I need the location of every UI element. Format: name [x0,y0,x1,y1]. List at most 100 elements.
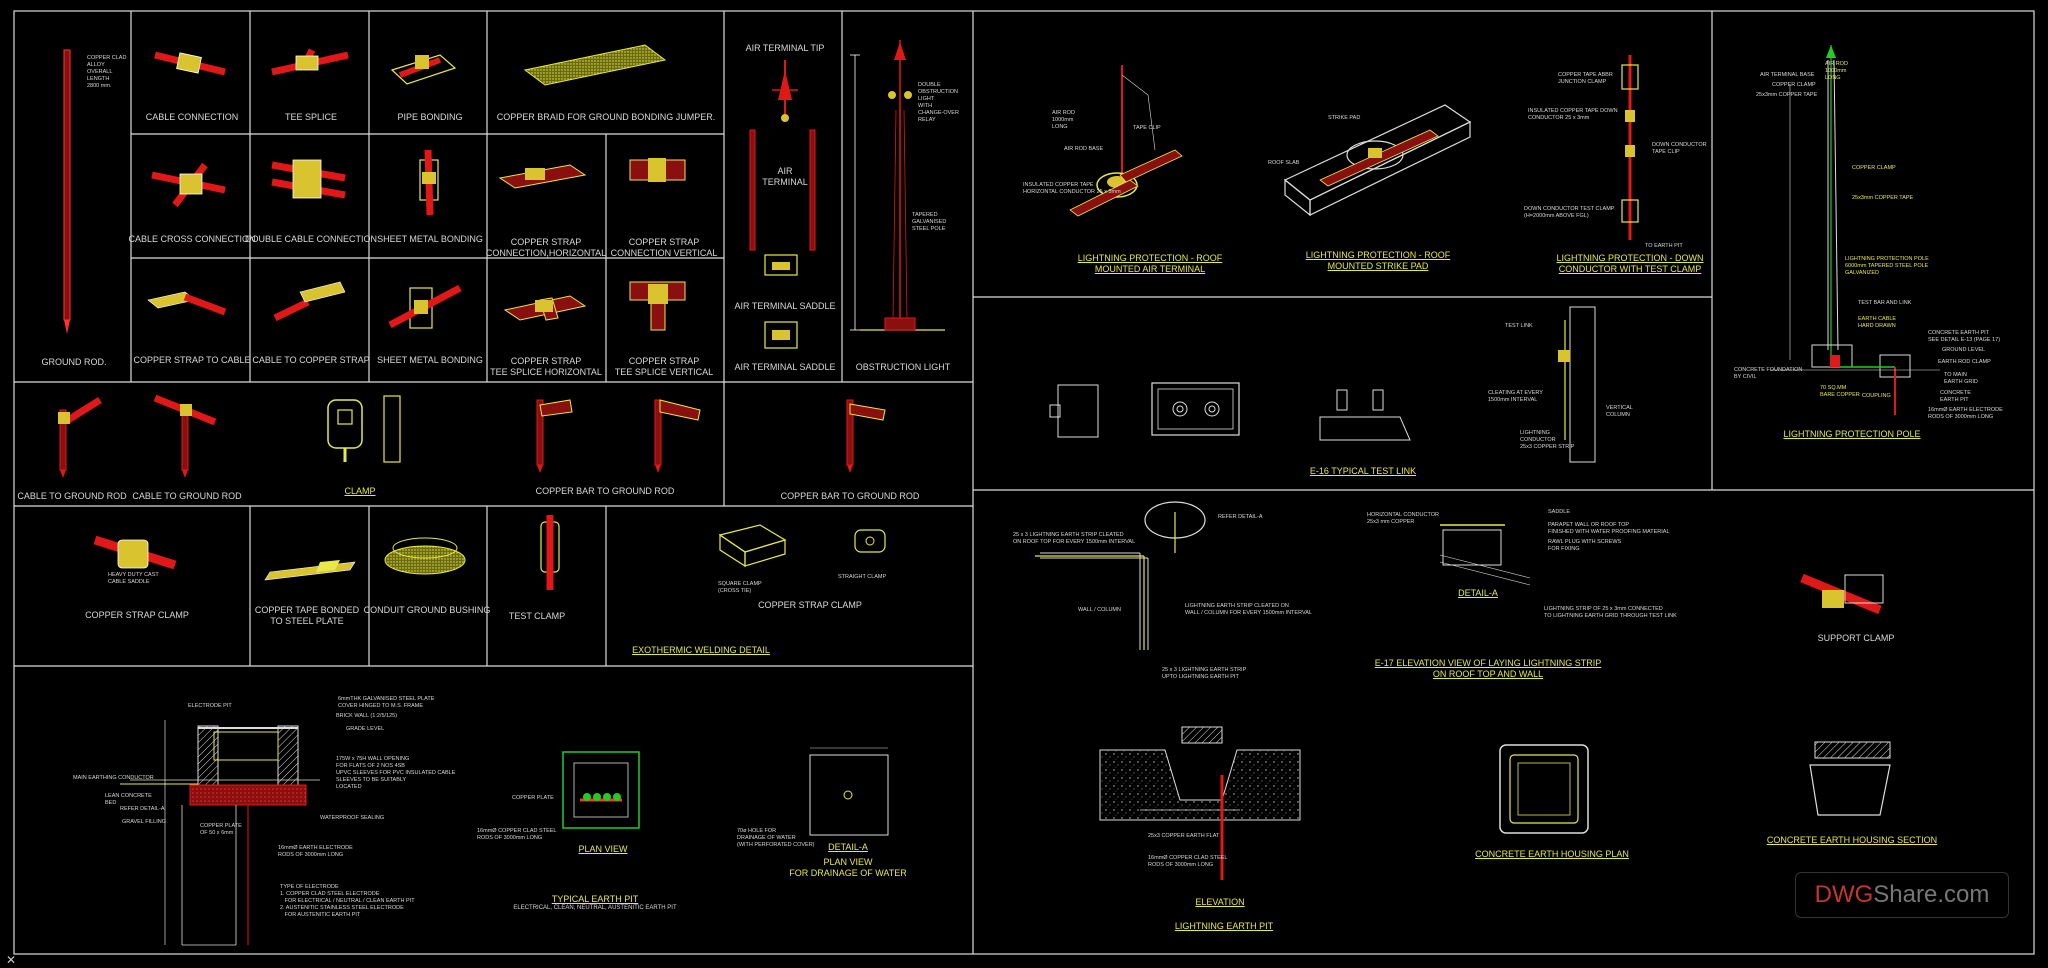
note-rawl-plug: RAWL PLUG WITH SCREWS FOR FIXING [1548,539,1622,552]
strap-tee-v-figure [629,281,686,331]
detail-a-plan [809,747,889,836]
note-pole-air-rod: AIR ROD 1000mm LONG [1825,61,1848,81]
label-air-saddle-2: AIR TERMINAL SADDLE [734,362,836,372]
note-pole-bare-copper: 70 SQ.MM BARE COPPER [1820,385,1860,398]
earth-pit-section [120,720,320,946]
note-copper-plate: COPPER PLATE OF 50 x 6mm [200,823,242,836]
note-parapet: PARAPET WALL OR ROOF TOP FINISHED WITH W… [1548,522,1670,535]
note-strike-pad: STRIKE PAD [1328,115,1361,121]
note-pole-air-base: AIR TERMINAL BASE [1760,72,1815,78]
note-insulated-tape: INSULATED COPPER TAPE HORIZONTAL CONDUCT… [1023,182,1121,195]
label-air-tip: AIR TERMINAL TIP [745,43,825,53]
label-strap-clamp-2: COPPER STRAP CLAMP [758,600,862,610]
cable-connection-figure [154,51,226,76]
note-pole-clamp-2: COPPER CLAMP [1852,165,1896,171]
label-double-cable: DOUBLE CABLE CONNECTION [244,234,378,244]
note-wall-column: WALL / COLUMN [1078,607,1121,613]
note-tape-clip: TAPE CLIP [1133,125,1161,131]
note-pole-tape-2: 25x3mm COPPER TAPE [1852,195,1914,201]
label-strap-tee-v: COPPER STRAP TEE SPLICE VERTICAL [614,356,714,377]
note-strip-pit: 25 x 3 LIGHTNING EARTH STRIP UPTO LIGHTN… [1162,667,1247,680]
label-tape-bonded: COPPER TAPE BONDED TO STEEL PLATE [254,605,360,626]
note-down-tape: INSULATED COPPER TAPE DOWN CONDUCTOR 25 … [1528,108,1618,121]
air-terminal-figure [749,60,816,349]
note-pole-coupling: COUPLING [1862,393,1891,399]
concrete-housing-plan [1499,744,1589,834]
label-plan-view: PLAN VIEW [578,844,628,854]
note-air-rod: AIR ROD 1000mm LONG [1052,110,1075,130]
note-pole-foundation: CONCRETE FOUNDATION BY CIVIL [1734,367,1803,380]
note-pole-electrode: 16mmØ EARTH ELECTRODE RODS OF 3000mm LON… [1928,407,2003,420]
earth-pit-plan [562,751,640,829]
copper-braid-figure [523,44,667,86]
note-tape-joint: COPPER TAPE ABBR JUNCTION CLAMP [1558,72,1613,85]
title-housing-plan: CONCRETE EARTH HOUSING PLAN [1475,849,1629,859]
sheet-metal-figure-1 [419,149,439,216]
note-straight-clamp: STRAIGHT CLAMP [838,574,887,580]
note-brick-wall: BRICK WALL (1:2/5/125) [336,713,398,719]
note-pole-earth-cable: EARTH CABLE HARD DRAWN [1858,316,1897,329]
note-down-clip: DOWN CONDUCTOR TAPE CLIP [1652,142,1707,155]
note-air-rod-base: AIR ROD BASE [1064,146,1104,152]
note-strip-roof: 25 x 3 LIGHTNING EARTH STRIP CLEATED ON … [1013,532,1136,545]
label-cable-rod-2: CABLE TO GROUND ROD [132,491,242,501]
label-plan-drainage: PLAN VIEW FOR DRAINAGE OF WATER [789,857,907,878]
obstruction-light-figure [850,40,945,331]
note-roof-slab: ROOF SLAB [1268,160,1300,166]
note-gravel: GRAVEL FILLING [122,819,167,825]
label-strap-tee-h: COPPER STRAP TEE SPLICE HORIZONTAL [490,356,602,377]
note-lightning-strip: LIGHTNING STRIP OF 25 x 3mm CONNECTED TO… [1544,606,1677,619]
label-tee-splice: TEE SPLICE [284,112,338,122]
label-detail-a: DETAIL-A [828,842,868,852]
watermark-post: Share.com [1873,881,1990,908]
label-strap-v: COPPER STRAP CONNECTION VERTICAL [610,237,718,258]
label-ground-rod: GROUND ROD. [41,357,107,367]
label-bar-rod-2: COPPER BAR TO GROUND ROD [780,491,920,501]
label-sheet-metal-2: SHEET METAL BONDING [377,355,483,365]
note-pole-main-grid: TO MAIN EARTH GRID [1944,372,1978,385]
down-conductor-figure [1621,55,1639,240]
title-elevation: ELEVATION [1195,897,1245,907]
note-plan-copper-plate: COPPER PLATE [512,795,554,801]
note-tapered: TAPERED GALVANISED STEEL POLE [912,212,947,232]
title-lightning-pole: LIGHTNING PROTECTION POLE [1783,429,1921,439]
label-air-saddle-1: AIR TERMINAL SADDLE [734,301,836,311]
detail-a-elevation [1439,524,1531,586]
cable-cross-figure [151,162,226,208]
label-pipe-bonding: PIPE BONDING [397,112,463,122]
note-refer-detail-a: REFER DETAIL-A [1218,514,1263,520]
note-lean-concrete: LEAN CONCRETE BED [105,793,152,806]
title-housing-section: CONCRETE EARTH HOUSING SECTION [1766,835,1938,845]
ucs-icon: ✕ [6,953,17,967]
note-pole-rod-clamp: EARTH ROD CLAMP [1938,359,1991,365]
title-roof-air: LIGHTNING PROTECTION - ROOF MOUNTED AIR … [1077,253,1223,274]
support-clamp-figure [1800,573,1884,615]
note-pole-main: LIGHTNING PROTECTION POLE 6000mm TAPERED… [1845,256,1929,276]
note-electrode-pit: ELECTRODE PIT [188,703,232,709]
note-test-clamp: DOWN CONDUCTOR TEST CLAMP (H=2000mm ABOV… [1524,206,1615,219]
note-lightning-conductor: LIGHTNING CONDUCTOR 25x3 COPPER STRIP [1520,430,1575,450]
note-pole-concrete-earth: CONCRETE EARTH PIT [1940,390,1971,403]
note-test-link: TEST LINK [1505,323,1533,329]
label-typical-sub: ELECTRICAL, CLEAN, NEUTRAL, AUSTENITIC E… [513,905,677,911]
label-cable-to-strap: CABLE TO COPPER STRAP [252,355,370,365]
note-pole-ground-level: GROUND LEVEL [1942,347,1986,353]
row5-figures [93,515,886,590]
note-cleating: CLEATING AT EVERY 1500mm INTERVAL [1488,390,1543,403]
note-electrode: 16mmØ EARTH ELECTRODE RODS OF 3000mm LON… [278,845,353,858]
label-cable-cross: CABLE CROSS CONNECTION [128,234,256,244]
note-strap-clamp: HEAVY DUTY CAST CABLE SADDLE [108,572,159,585]
label-exothermic: EXOTHERMIC WELDING DETAIL [632,645,770,655]
title-detail-a2: DETAIL-A [1458,588,1498,598]
frame-lines [13,10,2035,955]
e17-strip-figure [1035,501,1206,650]
label-cable-rod-1: CABLE TO GROUND ROD [17,491,127,501]
strap-v-figure [629,158,686,182]
label-test-clamp: TEST CLAMP [508,611,566,621]
label-copper-braid: COPPER BRAID FOR GROUND BONDING JUMPER. [496,112,716,122]
note-pole-test-bar: TEST BAR AND LINK [1858,300,1912,306]
pipe-bonding-figure [390,54,457,85]
strap-tee-h-figure [503,295,587,321]
